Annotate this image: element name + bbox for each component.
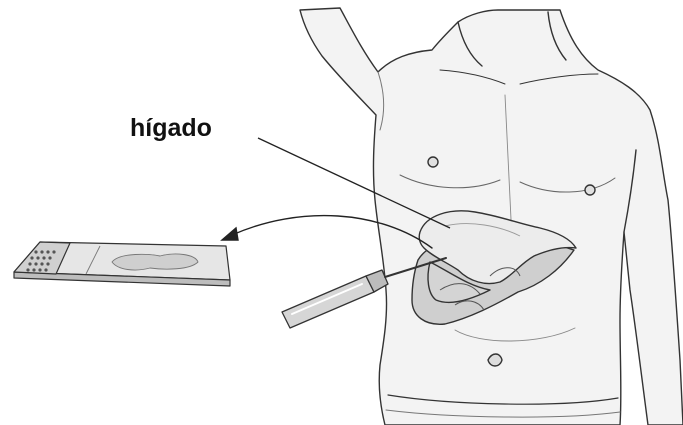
nipple-right (585, 185, 595, 195)
slide-dot (52, 250, 55, 253)
slide-dot (38, 268, 41, 271)
slide-dot (44, 268, 47, 271)
slide-dot (32, 268, 35, 271)
slide-dot (48, 256, 51, 259)
slide-dot (34, 262, 37, 265)
slide-dot (46, 262, 49, 265)
arrow-head (222, 228, 238, 240)
slide-dot (36, 256, 39, 259)
slide-dot (46, 250, 49, 253)
navel (488, 354, 502, 366)
slide-dot (28, 262, 31, 265)
liver-label: hígado (130, 114, 212, 142)
slide-dot (30, 256, 33, 259)
nipple-left (428, 157, 438, 167)
slide-dot (40, 250, 43, 253)
slide-dot (26, 268, 29, 271)
slide-dot (42, 256, 45, 259)
slide-dot (34, 250, 37, 253)
specimen-smear (112, 254, 198, 270)
slide-dot (40, 262, 43, 265)
